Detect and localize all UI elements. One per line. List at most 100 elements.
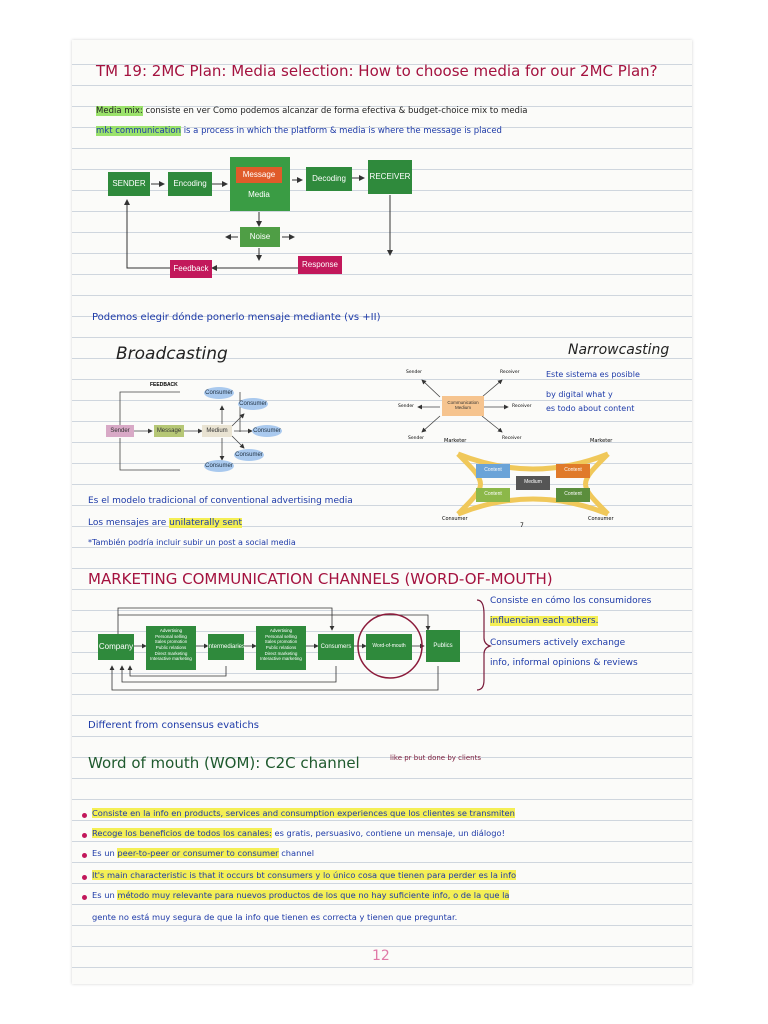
promo-item: Interactive marketing bbox=[150, 656, 192, 662]
media-label: Media bbox=[248, 189, 270, 199]
channels-note-1: Consiste en cómo los consumidores bbox=[490, 596, 652, 606]
promo-item: Sales promotion bbox=[154, 639, 188, 645]
cm-sender-mid: Sender bbox=[398, 404, 414, 409]
bc-consumer-2: Consumer bbox=[238, 398, 268, 410]
publics-box: Publics bbox=[426, 630, 460, 662]
communication-model-arrows bbox=[124, 175, 393, 271]
bc-consumer-4: Consumer bbox=[234, 449, 264, 461]
nc-marketer-left: Marketer bbox=[444, 438, 467, 444]
promo-item: Direct marketing bbox=[154, 650, 188, 656]
ruled-line bbox=[72, 505, 692, 506]
promo-item: Personal selling bbox=[155, 633, 187, 639]
narrowcasting-note-1: Este sistema es posible bbox=[546, 370, 640, 379]
nc-content-4: Content bbox=[556, 488, 590, 502]
ruled-line bbox=[72, 736, 692, 737]
channels-note-2: influencian each others. bbox=[490, 616, 599, 626]
bc-message: Message bbox=[154, 425, 184, 437]
promo-item: Interactive marketing bbox=[260, 656, 302, 662]
promo-item: Public relations bbox=[155, 644, 187, 650]
media-mix-highlight: Media mix: bbox=[96, 106, 143, 116]
cm-sender-top: Sender bbox=[406, 370, 422, 375]
channels-note-2-highlight: influencian each others. bbox=[490, 616, 599, 626]
promo-item: Public relations bbox=[265, 644, 297, 650]
ruled-line bbox=[72, 85, 692, 86]
nc-medium: Medium bbox=[516, 476, 550, 490]
bullet-item: Es un peer-to-peer or consumer to consum… bbox=[92, 848, 314, 858]
bc-consumer-1: Consumer bbox=[204, 387, 234, 399]
narrowcasting-diagram: Marketer Marketer Consumer Consumer Cont… bbox=[442, 438, 618, 529]
cm-sender-bottom: Sender bbox=[408, 436, 424, 441]
cm-receiver-mid: Receiver bbox=[512, 404, 532, 409]
page-number: 12 bbox=[372, 948, 390, 964]
ruled-line bbox=[72, 232, 692, 233]
ruled-line bbox=[72, 547, 692, 548]
narrowcasting-note-2: by digital what y bbox=[546, 390, 613, 399]
bullet-item: It's main characteristic is that it occu… bbox=[92, 870, 517, 880]
ruled-line bbox=[72, 526, 692, 527]
nc-consumer-right: Consumer bbox=[588, 516, 614, 522]
ruled-line bbox=[72, 862, 692, 863]
response-box: Response bbox=[298, 256, 342, 274]
ruled-line bbox=[72, 589, 692, 590]
bc-consumer-3: Consumer bbox=[252, 425, 282, 437]
promo-item: Sales promotion bbox=[264, 639, 298, 645]
company-box: Company bbox=[98, 634, 134, 660]
promo-item: Direct marketing bbox=[264, 650, 298, 656]
bullet-item: Es un método muy relevante para nuevos p… bbox=[92, 890, 510, 900]
choose-media-line: Podemos elegir dónde ponerlo mensaje med… bbox=[92, 312, 381, 323]
promo-item: Personal selling bbox=[265, 633, 297, 639]
ruled-line bbox=[72, 463, 692, 464]
ruled-line bbox=[72, 904, 692, 905]
bullet-dot bbox=[82, 895, 87, 900]
bullet-hl: It's main characteristic is that it occu… bbox=[92, 870, 517, 880]
bc-consumer-5: Consumer bbox=[204, 460, 234, 472]
page-title: TM 19: 2MC Plan: Media selection: How to… bbox=[96, 62, 658, 80]
ruled-line bbox=[72, 484, 692, 485]
ruled-line bbox=[72, 442, 692, 443]
ruled-line bbox=[72, 379, 692, 380]
intro-line-2-text: is a process in which the platform & med… bbox=[183, 126, 502, 136]
narrowcasting-curves bbox=[456, 451, 610, 517]
broadcasting-arrows bbox=[119, 391, 253, 471]
bullet-pre: Es un bbox=[92, 848, 118, 858]
ruled-line bbox=[72, 883, 692, 884]
receiver-box: RECEIVER bbox=[368, 160, 412, 194]
nc-consumer-left: Consumer bbox=[442, 516, 468, 522]
ruled-line bbox=[72, 253, 692, 254]
ruled-line bbox=[72, 211, 692, 212]
intro-line-1-text: consiste en ver Como podemos alcanzar de… bbox=[145, 106, 528, 116]
nc-content-1: Content bbox=[476, 464, 510, 478]
ruled-line bbox=[72, 106, 692, 107]
ruled-line bbox=[72, 694, 692, 695]
bullet-pre: Es un bbox=[92, 890, 118, 900]
brace bbox=[476, 599, 492, 691]
notebook-page: TM 19: 2MC Plan: Media selection: How to… bbox=[72, 40, 692, 984]
ruled-line bbox=[72, 127, 692, 128]
nc-content-3: Content bbox=[556, 464, 590, 478]
bullet-dot bbox=[82, 853, 87, 858]
promo-item: Advertising bbox=[159, 628, 183, 633]
bullet-dot bbox=[82, 813, 87, 818]
broadcasting-desc-2-text: Los mensajes are bbox=[88, 518, 167, 528]
promo-item: Advertising bbox=[269, 628, 293, 633]
feedback-box: Feedback bbox=[170, 260, 212, 278]
ruled-line bbox=[72, 673, 692, 674]
bc-sender: Sender bbox=[106, 425, 134, 437]
ruled-line bbox=[72, 64, 692, 65]
encoding-box: Encoding bbox=[168, 172, 212, 196]
bullet-item: Recoge los beneficios de todos los canal… bbox=[92, 828, 505, 838]
media-box: Message Media bbox=[230, 157, 290, 211]
ruled-line bbox=[72, 400, 692, 401]
ruled-line bbox=[72, 295, 692, 296]
channels-note-3: Consumers actively exchange bbox=[490, 638, 626, 648]
intro-line-1: Media mix: consiste en ver Como podemos … bbox=[96, 106, 528, 116]
broadcasting-desc-2: Los mensajes are unilaterally sent bbox=[88, 518, 243, 528]
bc-medium: Medium bbox=[202, 425, 232, 437]
bullet-hl: Consiste en la info en products, service… bbox=[92, 808, 515, 818]
bullet-hl: método muy relevante para nuevos product… bbox=[117, 890, 510, 900]
mkt-communication-highlight: mkt communication bbox=[96, 126, 181, 136]
decoding-box: Decoding bbox=[306, 167, 352, 191]
